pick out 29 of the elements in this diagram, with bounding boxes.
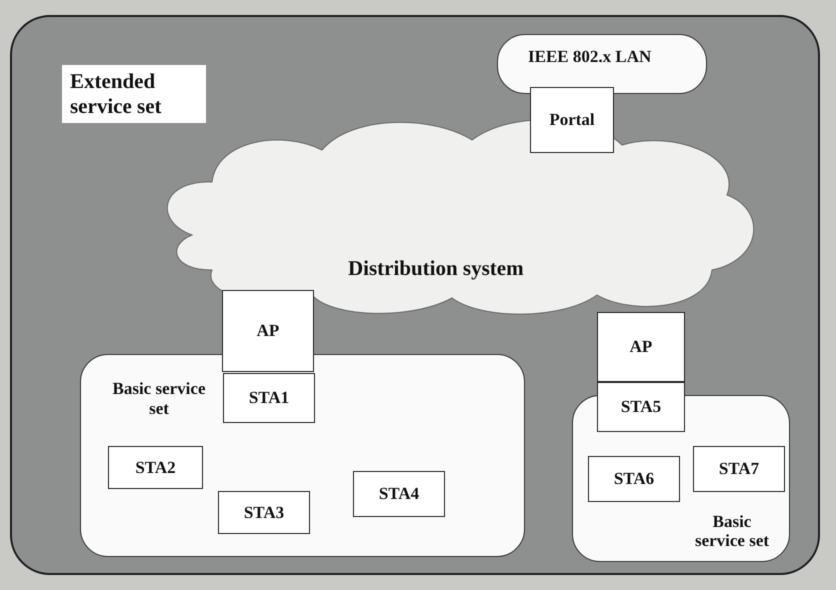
service-set-label: Basic service set: [112, 379, 206, 418]
device-label: STA3: [244, 502, 284, 522]
device-box: [597, 382, 685, 432]
device-box: [530, 87, 614, 153]
cloud-label: Distribution system: [348, 256, 524, 281]
device-label: AP: [256, 321, 280, 341]
device-box: [218, 491, 310, 534]
device-label: STA5: [620, 397, 662, 417]
device-box: [223, 373, 315, 423]
device-label: STA1: [248, 388, 290, 408]
service-set-label: Basic service set: [694, 512, 770, 551]
device-label: STA2: [135, 458, 176, 478]
area-title: Extended service set: [62, 65, 206, 124]
device-box: [222, 290, 314, 372]
device-label: STA7: [718, 459, 760, 479]
device-box: [597, 312, 685, 382]
device-box: [353, 471, 445, 517]
device-label: STA6: [614, 469, 654, 489]
device-box: [588, 456, 680, 502]
device-box: [108, 446, 203, 489]
lan-box: [497, 34, 707, 94]
extended-service-set-area: [10, 15, 820, 575]
service-set-area: [572, 395, 790, 562]
device-label: STA4: [378, 484, 420, 504]
device-label: Portal: [549, 110, 595, 130]
device-box: [693, 446, 785, 492]
service-set-area: [80, 354, 525, 557]
device-label: AP: [630, 337, 652, 357]
lan-label: IEEE 802.x LAN: [528, 47, 652, 67]
